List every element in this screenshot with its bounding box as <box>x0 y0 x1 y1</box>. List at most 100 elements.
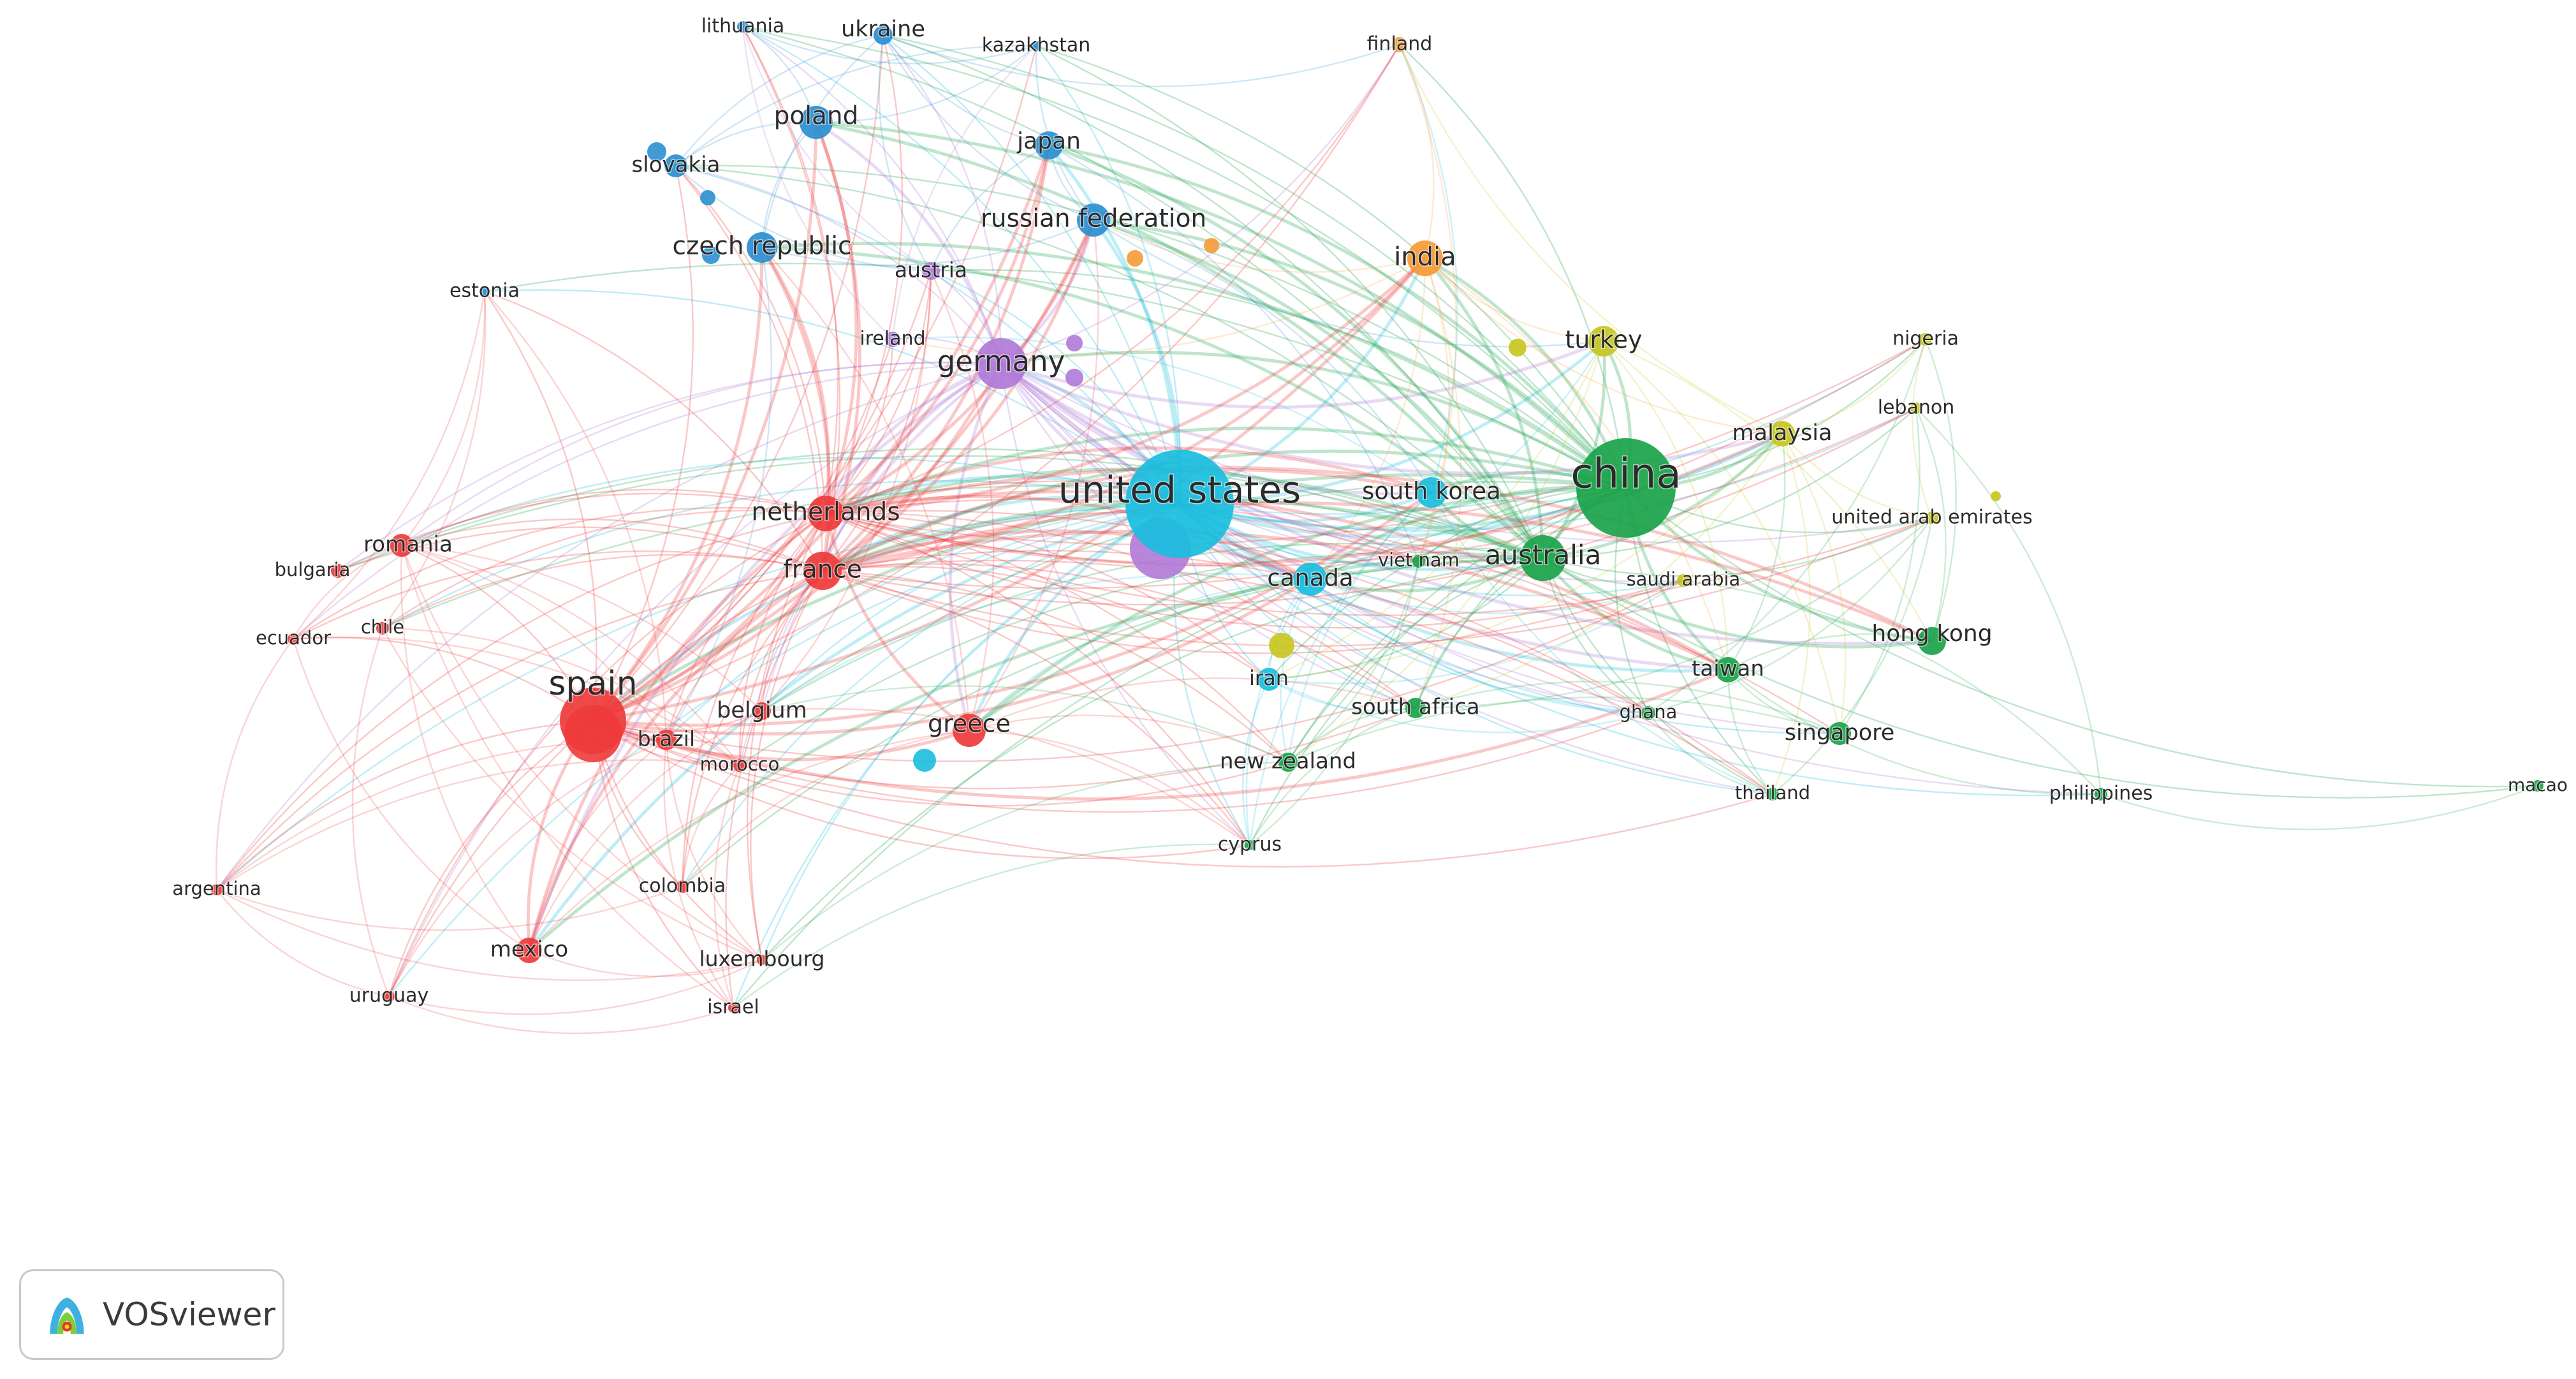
vosviewer-badge: VOSviewer <box>19 1269 284 1360</box>
network-link <box>1248 487 1627 846</box>
network-node-philippines[interactable] <box>2095 788 2107 800</box>
network-node-poland[interactable] <box>800 106 833 139</box>
network-node-unlabeled[interactable] <box>1991 491 2001 501</box>
network-node-south-korea[interactable] <box>1416 477 1447 508</box>
network-link <box>1398 44 1783 435</box>
network-node-iran[interactable] <box>1257 668 1280 691</box>
network-node-ireland[interactable] <box>885 332 900 347</box>
network-node-unlabeled[interactable] <box>1065 369 1083 387</box>
network-link <box>825 510 1773 795</box>
node-label-mexico: mexico <box>490 937 569 962</box>
network-node-hong-kong[interactable] <box>1918 627 1946 655</box>
network-node-unlabeled[interactable] <box>1269 633 1294 658</box>
network-link <box>1093 218 1627 489</box>
network-node-kazakhstan[interactable] <box>1031 41 1041 51</box>
network-node-slovakia[interactable] <box>664 154 687 177</box>
network-link <box>761 503 1180 961</box>
network-link <box>663 739 734 1008</box>
network-link <box>682 557 1544 887</box>
network-node-israel[interactable] <box>728 1003 738 1013</box>
network-link <box>742 26 1002 364</box>
network-link <box>401 448 1544 559</box>
network-node-unlabeled[interactable] <box>1509 339 1526 357</box>
network-node-lithuania[interactable] <box>737 21 749 33</box>
network-node-south-africa[interactable] <box>1405 698 1426 718</box>
network-node-brazil[interactable] <box>656 730 677 750</box>
network-node-spain[interactable] <box>560 688 626 754</box>
network-node-canada[interactable] <box>1294 563 1327 596</box>
network-link <box>825 512 1270 680</box>
network-node-netherlands[interactable] <box>808 496 844 531</box>
network-node-greece[interactable] <box>953 714 986 747</box>
network-node-ukraine[interactable] <box>874 26 893 45</box>
network-node-macao[interactable] <box>2532 780 2543 792</box>
network-node-austria[interactable] <box>922 262 940 280</box>
network-link <box>1000 363 1840 735</box>
network-link <box>1912 339 1933 519</box>
network-node-unlabeled[interactable] <box>913 749 936 772</box>
network-node-nigeria[interactable] <box>1919 333 1932 346</box>
network-link <box>968 219 1099 731</box>
network-node-luxembourg[interactable] <box>757 955 767 965</box>
network-node-ghana[interactable] <box>1641 706 1655 720</box>
network-link <box>528 556 1544 952</box>
network-node-mexico[interactable] <box>516 938 542 963</box>
network-node-unlabeled[interactable] <box>1127 250 1143 267</box>
network-node-germany[interactable] <box>976 338 1027 389</box>
network-node-unlabeled[interactable] <box>702 246 720 264</box>
network-node-morocco[interactable] <box>733 759 746 772</box>
network-node-new-zealand[interactable] <box>1278 753 1298 772</box>
network-link <box>822 550 1649 714</box>
network-node-saudi-arabia[interactable] <box>1677 574 1690 587</box>
network-node-belgium[interactable] <box>753 702 771 720</box>
network-link <box>401 291 486 546</box>
network-link <box>382 509 826 629</box>
network-node-argentina[interactable] <box>211 884 223 896</box>
network-node-cyprus[interactable] <box>1245 840 1255 850</box>
network-node-japan[interactable] <box>1035 131 1063 159</box>
network-link <box>1542 432 1783 560</box>
network-node-turkey[interactable] <box>1588 326 1619 357</box>
network-node-colombia[interactable] <box>676 880 689 893</box>
network-node-china[interactable] <box>1576 438 1676 538</box>
network-node-united-states[interactable] <box>1125 450 1234 558</box>
network-node-ecuador[interactable] <box>288 633 299 645</box>
network-link <box>1414 557 1544 709</box>
network-link <box>1782 339 1926 435</box>
node-label-netherlands: netherlands <box>751 498 900 527</box>
network-link <box>761 270 932 712</box>
network-link <box>822 270 932 572</box>
network-link <box>816 121 1544 559</box>
network-node-united-arab-emirates[interactable] <box>1926 512 1938 524</box>
node-label-lebanon: lebanon <box>1878 397 1955 419</box>
network-node-india[interactable] <box>1407 240 1443 276</box>
network-node-russian-federation[interactable] <box>1077 203 1110 237</box>
network-node-viet-nam[interactable] <box>1412 555 1425 568</box>
network-node-singapore[interactable] <box>1828 722 1851 745</box>
network-link <box>681 765 740 887</box>
network-link <box>592 579 1684 762</box>
network-link <box>675 165 1627 489</box>
network-node-thailand[interactable] <box>1766 788 1779 800</box>
network-node-chile[interactable] <box>376 622 389 635</box>
network-node-unlabeled[interactable] <box>1204 238 1219 253</box>
network-node-unlabeled[interactable] <box>647 142 666 161</box>
network-node-romania[interactable] <box>390 534 413 557</box>
network-node-australia[interactable] <box>1520 535 1566 581</box>
network-node-unlabeled[interactable] <box>700 190 715 205</box>
network-link <box>1542 557 1729 672</box>
network-link <box>1048 144 1420 562</box>
network-node-estonia[interactable] <box>479 286 490 297</box>
network-node-czech-republic[interactable] <box>747 232 777 263</box>
network-node-france[interactable] <box>803 552 842 590</box>
network-link <box>216 889 390 998</box>
network-node-malaysia[interactable] <box>1769 421 1795 446</box>
network-node-unlabeled[interactable] <box>1066 335 1083 351</box>
network-node-lebanon[interactable] <box>1910 402 1922 414</box>
node-label-india: india <box>1394 242 1456 272</box>
network-node-bulgaria[interactable] <box>331 564 345 578</box>
network-node-taiwan[interactable] <box>1715 657 1741 682</box>
network-node-finland[interactable] <box>1392 37 1407 52</box>
network-node-uruguay[interactable] <box>383 991 395 1002</box>
